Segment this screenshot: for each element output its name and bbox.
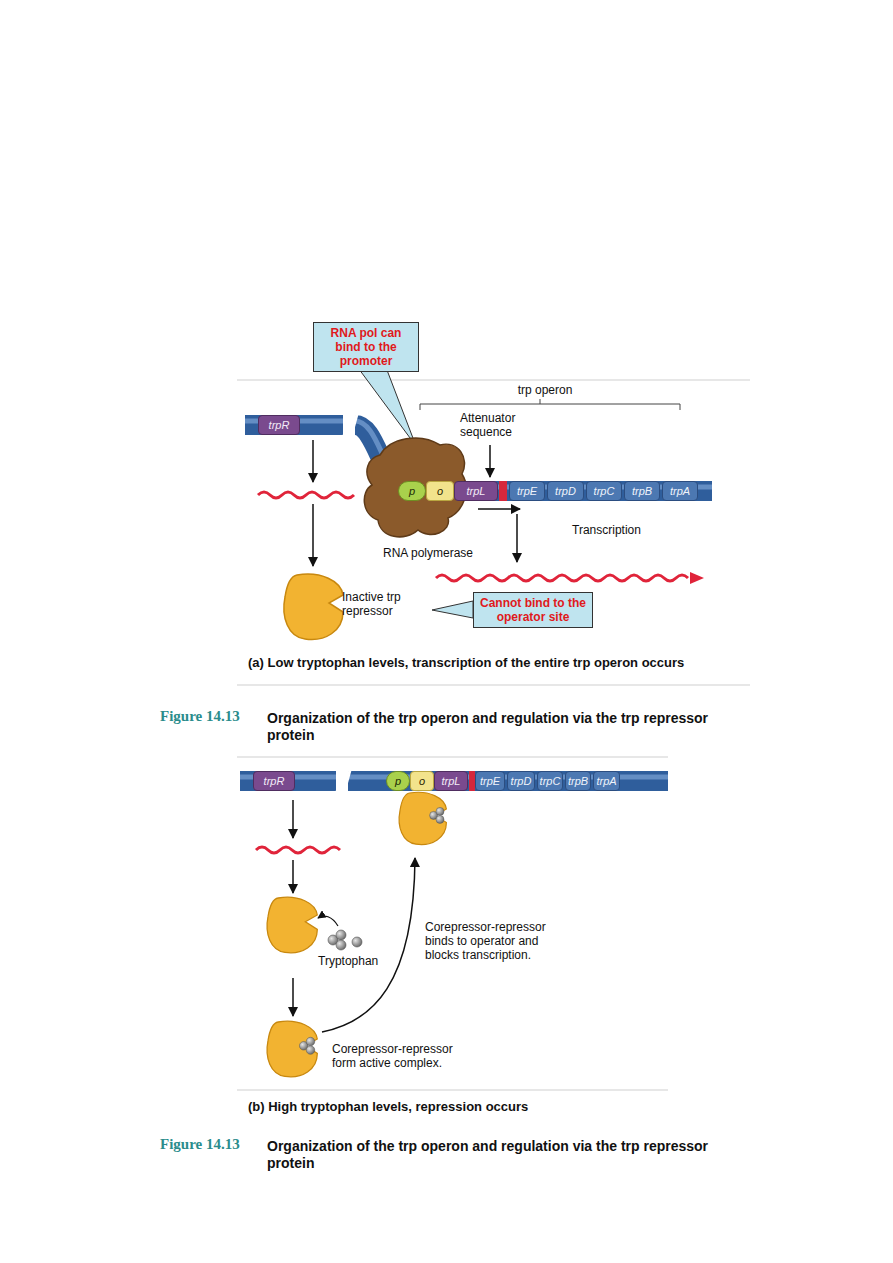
arrow <box>516 514 518 562</box>
callout-box: Cannot bind to the operator site <box>473 592 593 628</box>
mrna <box>256 847 340 853</box>
operon-bracket <box>420 399 680 410</box>
node-text: trpB <box>632 485 652 497</box>
illustration-part <box>399 792 446 844</box>
node-text: trpD <box>511 775 532 787</box>
process-note: Corepressor-repressor form active comple… <box>332 1042 464 1070</box>
node-text: trpE <box>517 485 537 497</box>
arrow <box>322 858 415 1032</box>
tryptophan <box>328 930 346 950</box>
node-text: Cannot bind to the operator site <box>478 596 588 624</box>
illustration-part <box>237 757 668 758</box>
callout-box: RNA pol can bind to the promoter <box>313 322 419 372</box>
process-label: Transcription <box>572 523 672 537</box>
callout-pointer <box>432 601 473 618</box>
node-text: RNA pol can bind to the promoter <box>318 326 414 368</box>
promoter-segment: p <box>386 771 410 791</box>
gene-segment: trpL <box>434 771 468 791</box>
node-text: trpA <box>670 485 690 497</box>
gene-segment: trpC <box>537 771 563 791</box>
node-text: p <box>395 775 401 787</box>
illustration-part <box>237 1090 668 1091</box>
rna-polymerase <box>364 438 466 537</box>
mrna <box>258 492 354 498</box>
illustration-part <box>240 771 668 791</box>
gene-segment: trpL <box>454 481 498 501</box>
corepressor-complex <box>267 1021 317 1077</box>
illustration-part <box>245 415 343 435</box>
figure-caption: Organization of the trp operon and regul… <box>267 710 737 744</box>
illustration-part <box>499 481 507 501</box>
dna-strand <box>240 770 668 792</box>
node-text: o <box>419 775 425 787</box>
operon-label: trp operon <box>505 383 585 397</box>
gene-segment: trpD <box>507 771 535 791</box>
tryptophan <box>352 937 362 947</box>
illustration-part <box>299 1037 314 1054</box>
arrow <box>292 860 294 893</box>
gene-segment: trpR <box>253 771 295 791</box>
transcript-head <box>690 572 704 584</box>
figure-caption: Organization of the trp operon and regul… <box>267 1138 737 1172</box>
illustration-part <box>267 1021 317 1077</box>
figure-number: Figure 14.13 <box>160 709 264 723</box>
repressor <box>284 574 343 639</box>
node-text: p <box>409 485 415 497</box>
gene-segment: trpE <box>509 481 545 501</box>
node-text: trpR <box>269 419 290 431</box>
node-text: trpB <box>568 775 588 787</box>
arrow <box>312 440 314 482</box>
operator-segment: o <box>410 771 434 791</box>
node-text: o <box>437 485 443 497</box>
polymerase-label: RNA polymerase <box>383 546 493 560</box>
illustration-part <box>337 770 350 792</box>
gene-segment: trpE <box>475 771 505 791</box>
gene-segment: trpB <box>565 771 591 791</box>
panel-caption: (a) Low tryptophan levels, transcription… <box>248 656 743 670</box>
repressor-label: Inactive trp repressor <box>342 590 426 618</box>
arrow <box>292 800 294 838</box>
gene-segment: trpA <box>662 481 698 501</box>
illustration-part <box>237 380 750 381</box>
arrow <box>489 445 491 477</box>
node-text: trpL <box>467 485 486 497</box>
promoter-segment: p <box>398 481 426 501</box>
arrow <box>478 508 520 510</box>
gene-segment: trpR <box>258 415 300 435</box>
process-note: Corepressor-repressor binds to operator … <box>425 920 573 962</box>
operator-segment: o <box>426 481 454 501</box>
node-text: trpA <box>596 775 616 787</box>
node-text: trpE <box>480 775 500 787</box>
attenuator-label: Attenuator sequence <box>460 411 542 439</box>
arrow <box>312 504 314 566</box>
tryptophan-label: Tryptophan <box>318 954 398 968</box>
gene-segment: trpD <box>547 481 584 501</box>
node-text: trpL <box>442 775 461 787</box>
gene-segment: trpB <box>624 481 660 501</box>
bound-complex <box>399 792 446 844</box>
repressor <box>267 897 317 953</box>
transcript <box>436 575 688 581</box>
panel-frame <box>237 380 750 1090</box>
gene-segment: trpA <box>593 771 620 791</box>
illustration-part <box>237 685 750 686</box>
node-text: trpC <box>540 775 561 787</box>
gene-segment: trpC <box>586 481 622 501</box>
arrow <box>318 916 338 926</box>
figure-number: Figure 14.13 <box>160 1137 264 1151</box>
illustration-part <box>430 807 444 823</box>
illustration-part <box>344 414 357 436</box>
panel-caption: (b) High tryptophan levels, repression o… <box>248 1100 648 1114</box>
node-text: trpR <box>264 775 285 787</box>
node-text: trpD <box>555 485 576 497</box>
arrow <box>292 978 294 1016</box>
node-text: trpC <box>594 485 615 497</box>
